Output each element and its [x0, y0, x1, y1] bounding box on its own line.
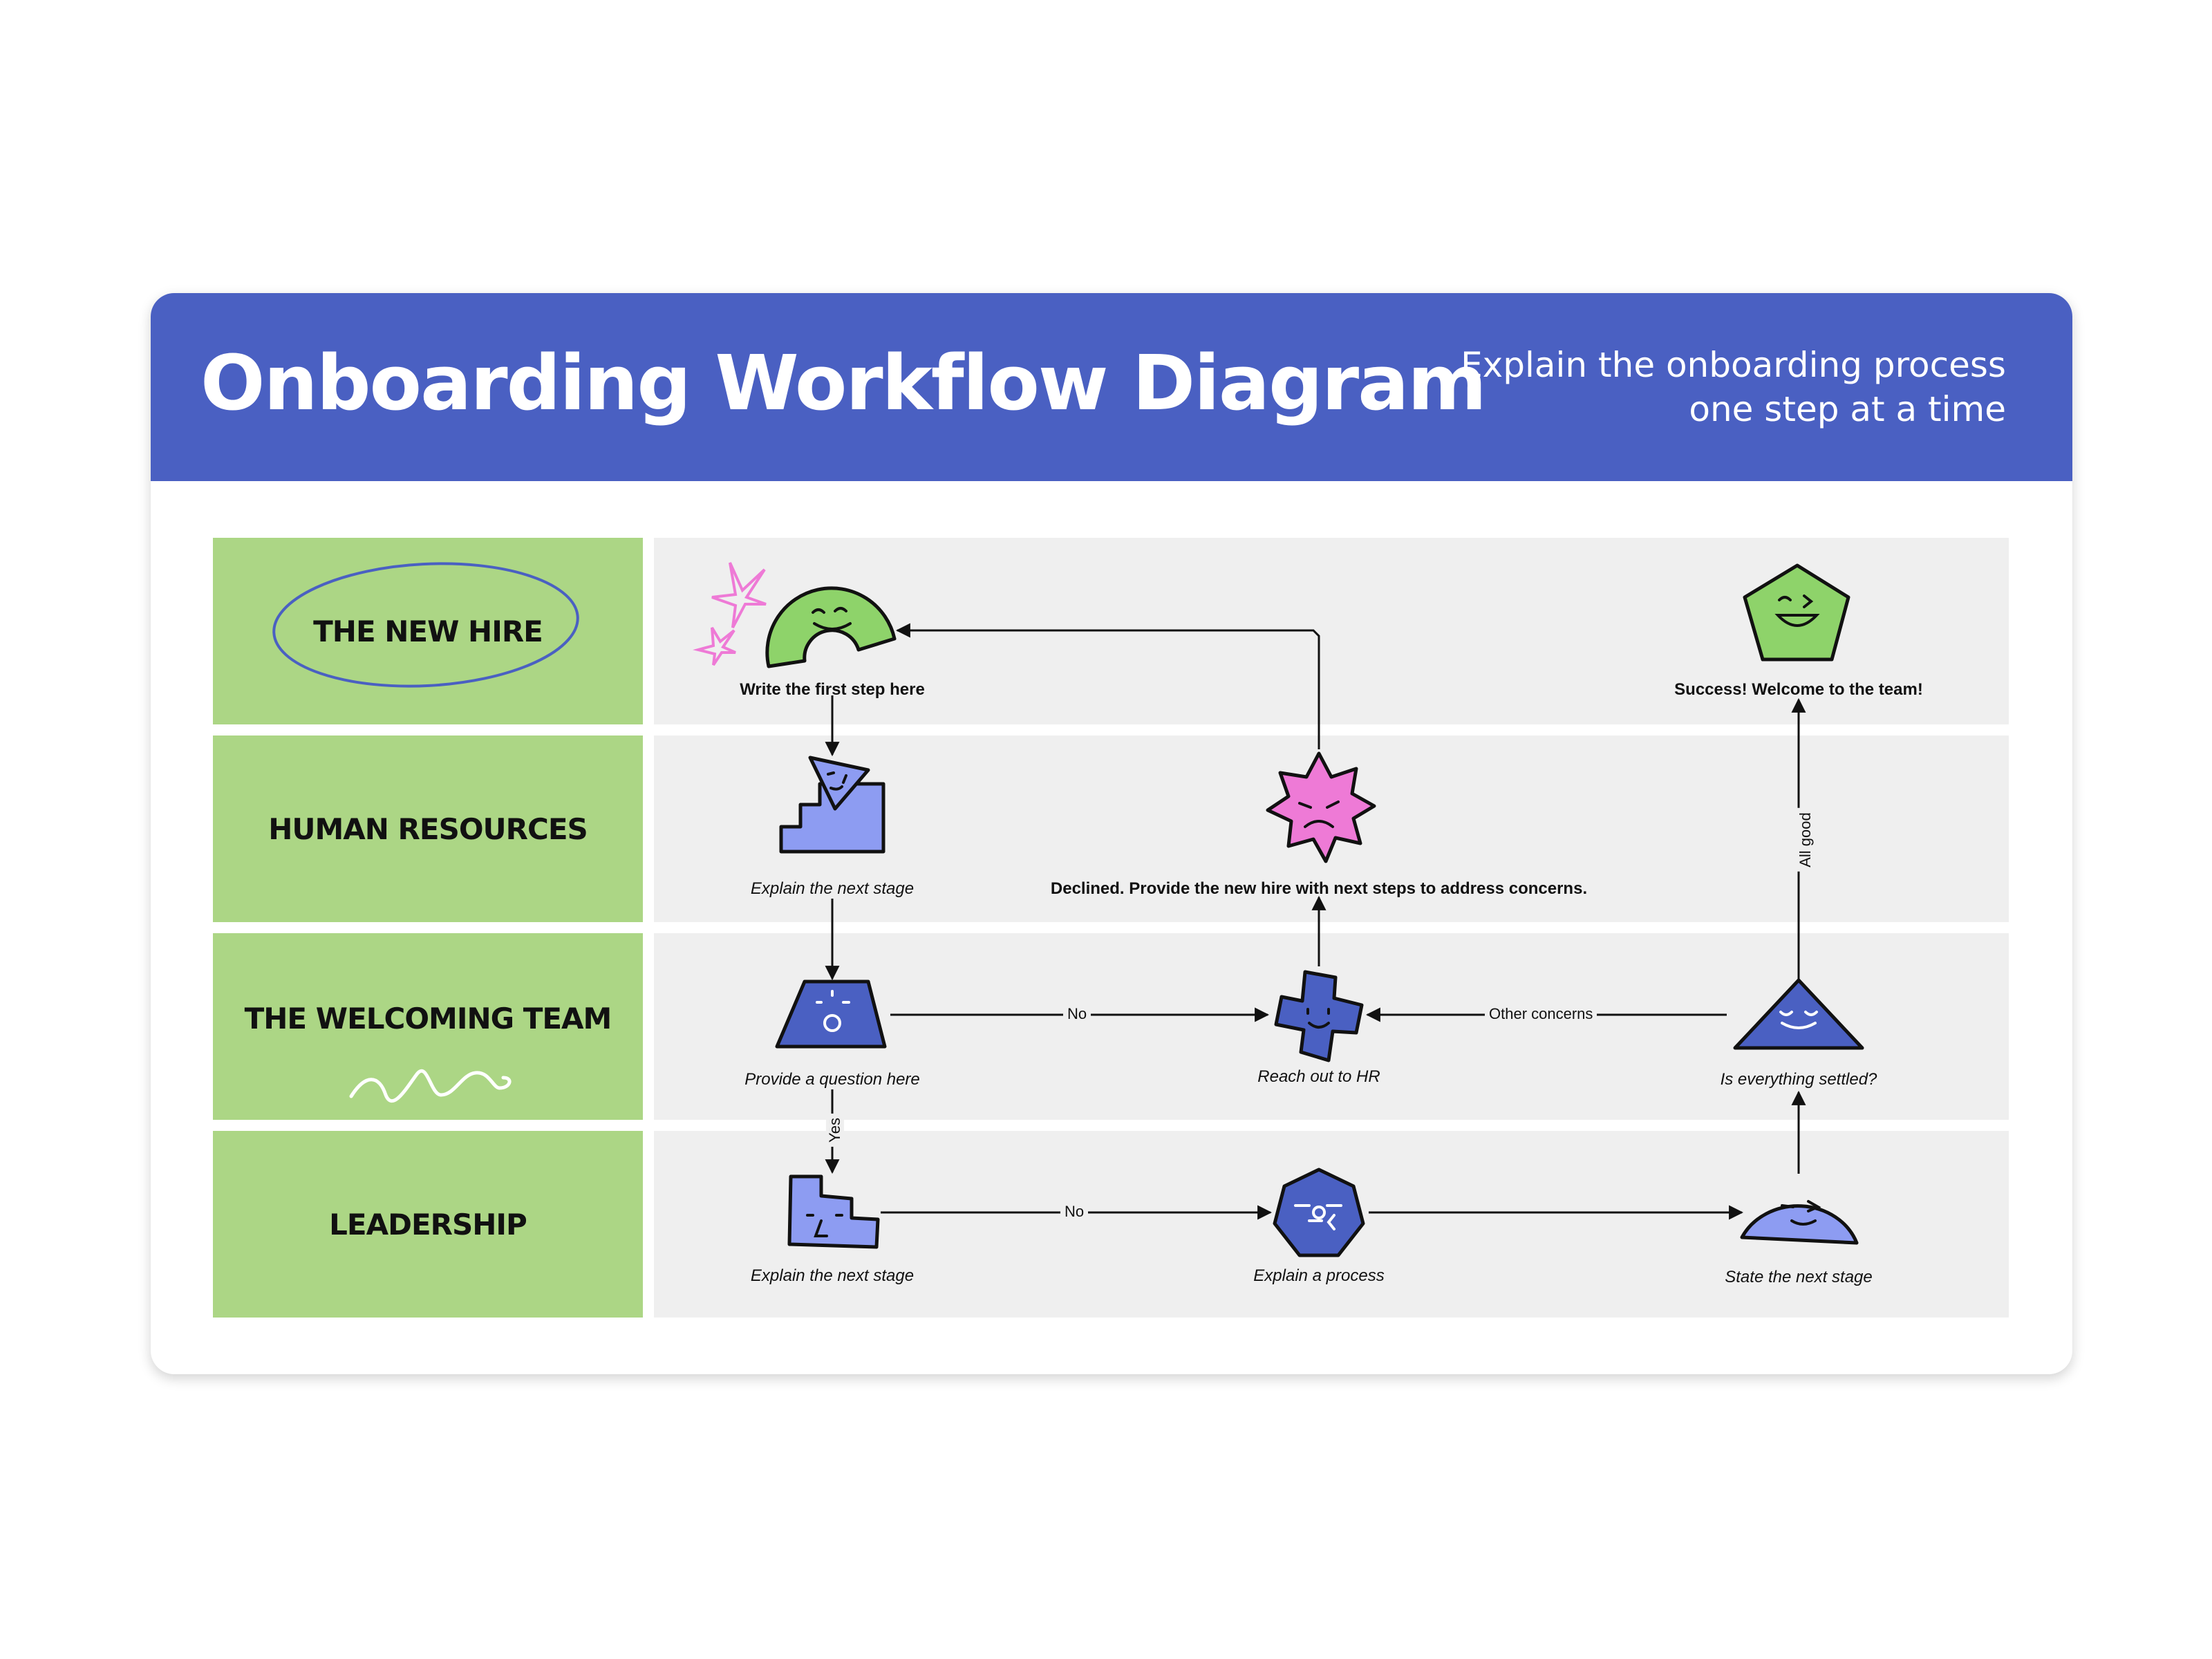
page-title: Onboarding Workflow Diagram: [200, 339, 1487, 427]
new-hire-scribble-circle: [272, 562, 579, 688]
edge-label-no-1: No: [1063, 1005, 1091, 1023]
hr-next-stage-shape: [779, 756, 885, 854]
question-shape: [775, 980, 887, 1049]
label-process: Explain a process: [1253, 1266, 1385, 1285]
label-question: Provide a question here: [744, 1070, 920, 1089]
sparkle-icon: [693, 626, 736, 666]
welcoming-team-squiggle-decoration: [349, 1069, 512, 1103]
lane-title-leadership: LEADERSHIP: [329, 1207, 527, 1241]
header-bar: Onboarding Workflow Diagram Explain the …: [151, 293, 2072, 481]
state-next-shape: [1740, 1200, 1859, 1245]
page-subtitle: Explain the onboarding process one step …: [1315, 343, 2006, 431]
lane-title-welcoming-team: THE WELCOMING TEAM: [244, 1001, 612, 1035]
subtitle-line-1: Explain the onboarding process: [1461, 345, 2006, 385]
sparkle-icon: [711, 562, 767, 628]
edge-label-all-good: All good: [1796, 808, 1815, 872]
label-reach-out-hr: Reach out to HR: [1257, 1067, 1380, 1086]
lane-title-new-hire: THE NEW HIRE: [313, 614, 543, 648]
declined-shape: [1266, 751, 1376, 863]
lane-label-leadership: LEADERSHIP: [213, 1131, 643, 1318]
first-step-shape: [765, 586, 897, 668]
label-first-step: Write the first step here: [740, 680, 925, 699]
label-settled: Is everything settled?: [1720, 1070, 1877, 1089]
settled-shape: [1733, 978, 1864, 1050]
label-state-next: State the next stage: [1725, 1268, 1873, 1286]
process-shape: [1273, 1168, 1365, 1257]
label-declined: Declined. Provide the new hire with next…: [1050, 879, 1588, 898]
diagram-graphics: [272, 562, 1864, 1257]
reach-out-hr-shape: [1274, 970, 1364, 1062]
label-success: Success! Welcome to the team!: [1674, 680, 1923, 699]
diagram-card: Onboarding Workflow Diagram Explain the …: [151, 293, 2072, 1374]
lane-title-human-resources: HUMAN RESOURCES: [268, 812, 588, 846]
lane-label-new-hire: THE NEW HIRE: [213, 538, 643, 724]
lane-label-human-resources: HUMAN RESOURCES: [213, 735, 643, 922]
edge-label-no-2: No: [1060, 1203, 1089, 1221]
subtitle-line-2: one step at a time: [1689, 389, 2006, 429]
label-hr-next-stage: Explain the next stage: [750, 879, 915, 898]
label-lead-next-stage: Explain the next stage: [750, 1266, 915, 1285]
lane-label-welcoming-team: THE WELCOMING TEAM: [213, 933, 643, 1120]
edge-label-yes: Yes: [825, 1114, 844, 1147]
edge-label-other-concerns: Other concerns: [1485, 1005, 1597, 1023]
lead-next-stage-shape: [787, 1174, 880, 1249]
success-shape: [1743, 563, 1850, 662]
edge-declined-to-first-step: [895, 623, 1320, 749]
